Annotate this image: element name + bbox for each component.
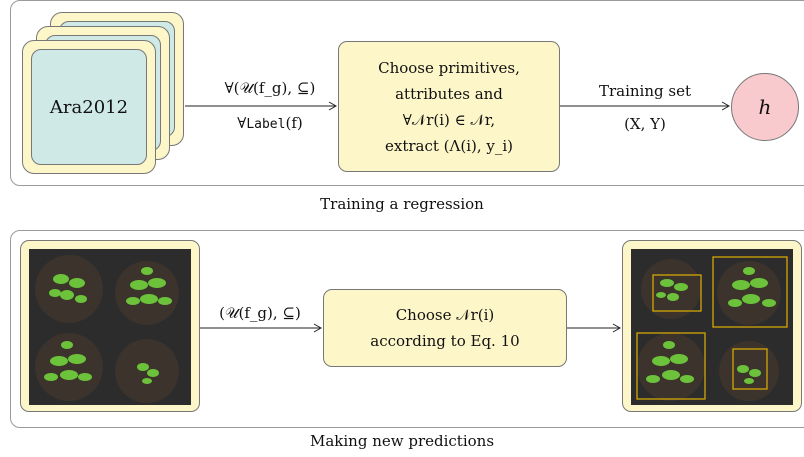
process-line-3: ∀𝒩r(i) ∈ 𝒩r,: [402, 110, 496, 129]
process-line-2: attributes and: [395, 84, 503, 103]
model-output-circle: h: [731, 73, 799, 141]
detection-box: [652, 274, 702, 312]
prediction-caption: Making new predictions: [309, 432, 495, 450]
training-process-box: Choose primitives, attributes and ∀𝒩r(i)…: [338, 41, 560, 172]
process-line-1: Choose primitives,: [378, 58, 520, 77]
plant-photo-input: [29, 249, 191, 405]
plant-photo-predictions: [631, 249, 793, 405]
prediction-line-1: Choose 𝒩r(i): [395, 306, 495, 324]
process-line-4: extract (Λ(i), y_i): [384, 136, 514, 155]
edge1-arrow: [185, 101, 338, 111]
prediction-process-box: Choose 𝒩r(i) according to Eq. 10: [323, 289, 567, 367]
prediction-edge2-arrow: [567, 323, 622, 333]
detection-box: [712, 256, 788, 328]
edge2-bottom-label: (X, Y): [624, 115, 666, 133]
dataset-stack-front: Ara2012: [22, 40, 156, 174]
edge1-top-label: ∀(𝒰(f_g), ⊆): [224, 79, 316, 97]
dataset-label: Ara2012: [49, 96, 129, 118]
detection-box: [732, 348, 768, 390]
output-image-frame: [622, 240, 802, 412]
prediction-edge1-label: (𝒰(f_g), ⊆): [219, 304, 301, 322]
input-image-frame: [20, 240, 200, 412]
edge2-arrow: [560, 101, 731, 111]
model-output-label: h: [758, 95, 772, 119]
training-caption: Training a regression: [320, 195, 484, 213]
edge1-bottom-label: ∀Label(f): [237, 114, 303, 132]
prediction-edge1-arrow: [200, 323, 323, 333]
prediction-line-2: according to Eq. 10: [370, 332, 520, 350]
detection-box: [636, 332, 706, 400]
edge2-top-label: Training set: [598, 82, 691, 100]
